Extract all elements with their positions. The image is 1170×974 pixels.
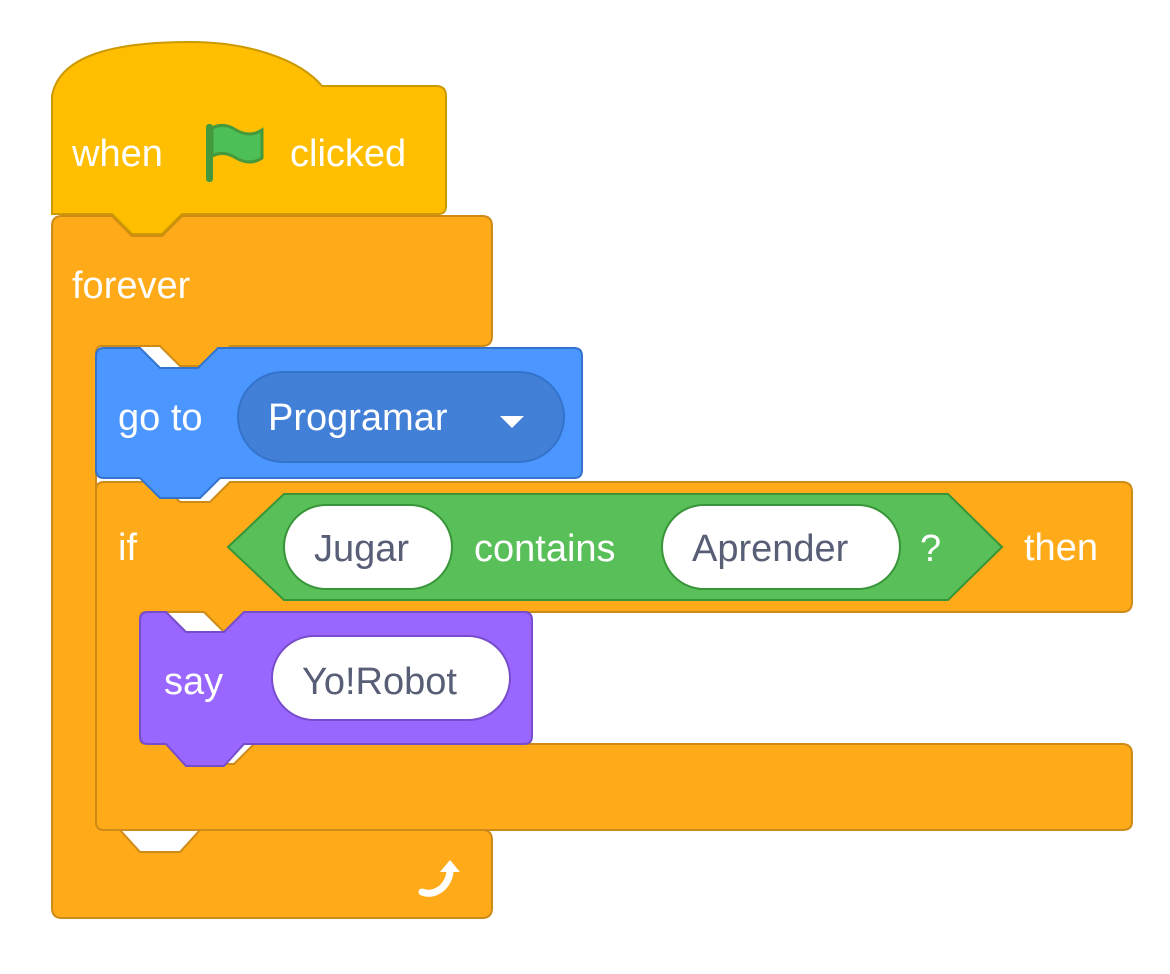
question-mark-label: ? (920, 528, 941, 570)
clicked-label: clicked (290, 133, 406, 175)
then-label: then (1024, 527, 1098, 569)
dropdown-caret-icon (500, 416, 524, 428)
contains-input-2-text: Aprender (692, 528, 849, 570)
say-input[interactable]: Yo!Robot (271, 635, 511, 721)
green-flag-icon[interactable] (206, 123, 264, 182)
contains-input-1-text: Jugar (314, 528, 409, 570)
loop-arrow-icon (418, 860, 460, 897)
say-input-pill (271, 635, 511, 721)
if-label: if (118, 527, 137, 569)
goto-dropdown-pill (237, 371, 565, 463)
say-input-text: Yo!Robot (302, 661, 457, 703)
contains-input-2-pill (661, 504, 901, 590)
goto-block[interactable]: go to Programar (95, 347, 583, 499)
forever-label: forever (72, 265, 191, 307)
goto-target-dropdown[interactable]: Programar (237, 371, 565, 463)
contains-label: contains (474, 528, 616, 570)
say-block[interactable]: say Yo!Robot (139, 611, 533, 767)
contains-input-1[interactable]: Jugar (283, 504, 453, 590)
when-label: when (71, 133, 163, 175)
say-label: say (164, 661, 223, 703)
contains-input-2[interactable]: Aprender (661, 504, 901, 590)
goto-label: go to (118, 397, 203, 439)
contains-block[interactable]: Jugar contains Aprender ? (226, 493, 1004, 601)
when-flag-clicked-block[interactable]: when clicked (51, 40, 447, 235)
forever-block[interactable]: forever (51, 215, 493, 919)
goto-dropdown-value: Programar (268, 397, 448, 439)
contains-input-1-pill (283, 504, 453, 590)
